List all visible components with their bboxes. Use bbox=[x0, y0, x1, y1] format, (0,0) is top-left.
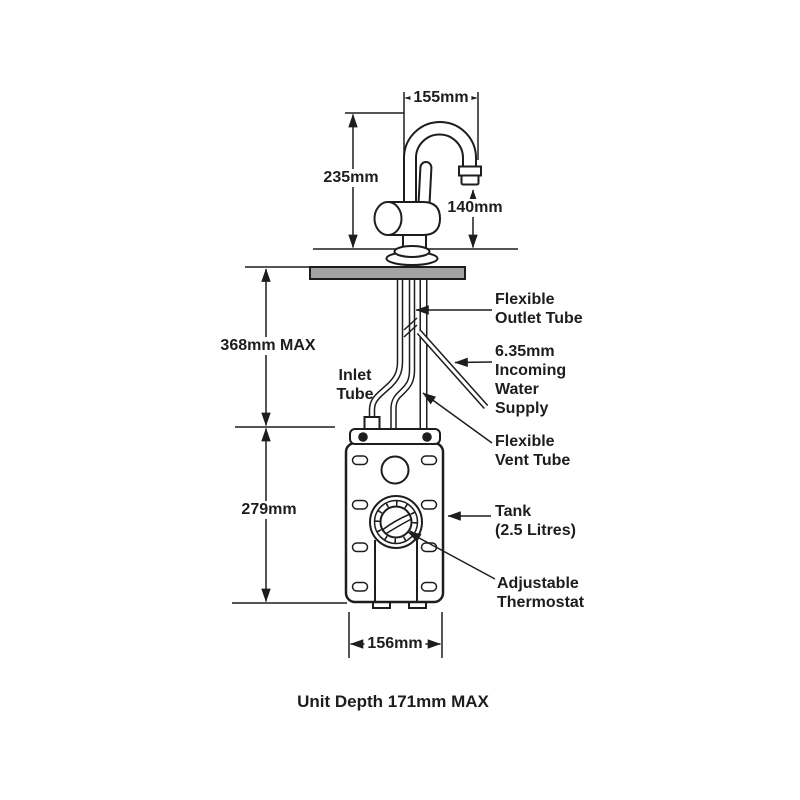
nozzle-tip bbox=[460, 174, 480, 186]
dim-tap-height-label: 235mm bbox=[320, 169, 382, 187]
base-flange-upper bbox=[393, 245, 431, 258]
tank bbox=[344, 428, 445, 609]
lid-screw-right bbox=[422, 432, 432, 442]
leader-water-supply bbox=[454, 357, 493, 368]
callout-vent-tube: Flexible Vent Tube bbox=[495, 433, 571, 469]
dim-spout-reach-label: 155mm bbox=[410, 89, 472, 107]
nozzle-band bbox=[458, 165, 482, 177]
thermostat-slot bbox=[382, 513, 410, 531]
counter-top bbox=[309, 266, 466, 280]
callout-thermostat: Adjustable Thermostat bbox=[497, 575, 585, 611]
dim-under-counter-label: 368mm MAX bbox=[217, 337, 319, 355]
callout-water-supply: 6.35mm Incoming Water Supply bbox=[495, 343, 567, 417]
leader-thermostat bbox=[407, 531, 496, 580]
dim-spout-clearance-label: 140mm bbox=[444, 199, 506, 217]
callout-outlet-tube: Flexible Outlet Tube bbox=[495, 291, 583, 327]
tank-side-slots bbox=[351, 455, 438, 592]
lid-screw-left bbox=[358, 432, 368, 442]
thermostat-dial bbox=[369, 495, 423, 549]
callout-tank: Tank (2.5 Litres) bbox=[495, 503, 576, 539]
unit-depth-note: Unit Depth 171mm MAX bbox=[297, 692, 489, 711]
tank-vent-hole bbox=[380, 455, 410, 485]
leader-vent-tube bbox=[422, 392, 493, 444]
spout-inner bbox=[415, 133, 464, 206]
callout-inlet-tube: Inlet Tube bbox=[336, 367, 374, 403]
tubes bbox=[363, 277, 489, 431]
tank-foot-left bbox=[372, 602, 391, 609]
extension-lines bbox=[232, 92, 518, 658]
handle-lever bbox=[417, 161, 433, 208]
callout-leaders bbox=[407, 305, 496, 580]
tank-foot-right bbox=[408, 602, 427, 609]
dim-tank-width-label: 156mm bbox=[364, 635, 426, 653]
faucet bbox=[373, 121, 482, 266]
spout-outer bbox=[403, 121, 477, 206]
faucet-body-cap bbox=[373, 201, 403, 236]
faucet-body bbox=[389, 201, 442, 236]
tube-cut-mark bbox=[403, 317, 418, 338]
dim-tank-height-label: 279mm bbox=[238, 501, 300, 519]
tank-lid bbox=[349, 428, 441, 445]
